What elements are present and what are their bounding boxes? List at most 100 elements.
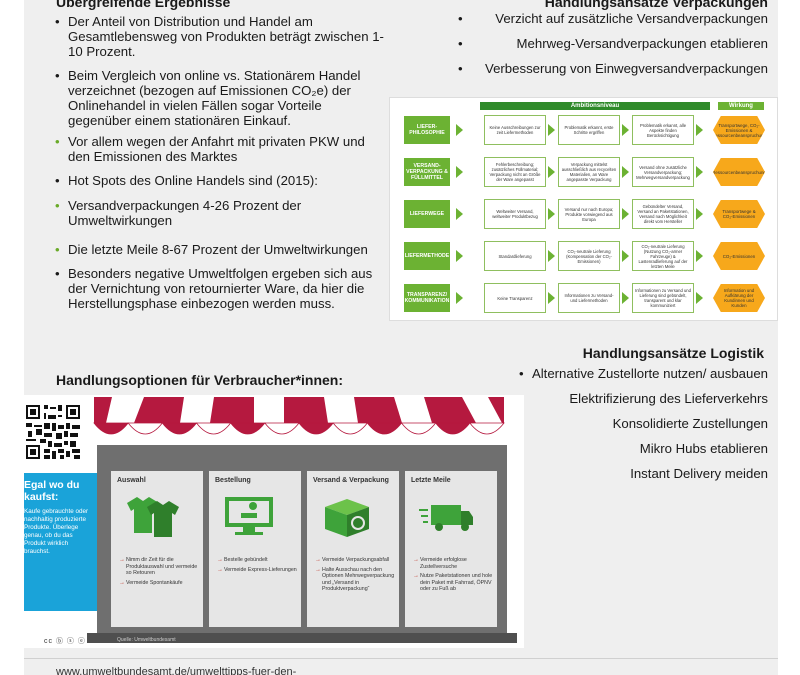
panel-title: Auswahl [117, 477, 146, 484]
packaging-item: Verzicht auf zusätzliche Versandverpacku… [458, 11, 768, 26]
awning-scallop [195, 422, 232, 435]
awning-icon [93, 397, 505, 435]
matrix-effect: CO₂-Emissionen [713, 242, 765, 270]
matrix-row: LIEFER-PHILOSOPHIE Keine Ausschreibungen … [396, 112, 771, 148]
logistics-title: Handlungsansätze Logistik [582, 345, 764, 361]
advice-title: Egal wo du kaufst: [24, 479, 80, 503]
matrix-row-label: LIEFERWEGE [404, 200, 450, 228]
matrix-cell: CO₂-neutrale Lieferung (Kompensation der… [558, 241, 620, 271]
tshirt-icon [127, 497, 179, 537]
panel-item: Bestelle gebündelt [217, 557, 297, 564]
arrow-right-icon [696, 292, 703, 304]
awning-scallop [298, 422, 334, 435]
arrow-right-icon [456, 166, 463, 178]
logistics-item: Alternative Zustellorte nutzen/ ausbauen [519, 366, 768, 381]
arrow-right-icon [456, 124, 463, 136]
matrix-effect: Ressourcenbeanspruchung [713, 158, 765, 186]
arrow-right-icon [456, 250, 463, 262]
matrix-row: VERSAND-VERPACKUNG & FÜLLMITTEL Fehlerbes… [396, 154, 771, 190]
poster-page: Übergreifende Ergebnisse Der Anteil von … [24, 0, 778, 675]
arrow-right-icon [622, 124, 629, 136]
advice-text: Kaufe gebrauchte oder nachhaltig produzi… [24, 508, 89, 555]
awning-scallop [229, 422, 266, 435]
matrix-row: LIEFERWEGE Weltweiter Versand, weltweiter… [396, 196, 771, 232]
matrix-cell: Verpackung mittelst ausschließlich aus r… [558, 157, 620, 187]
matrix-cell: Standardlieferung [484, 241, 546, 271]
matrix-cell: Weltweiter Versand, weltweiter Produktbe… [484, 199, 546, 229]
results-subitem: Versandverpackungen 4-26 Prozent der Umw… [55, 198, 388, 228]
panel-title: Bestellung [215, 477, 251, 484]
panel-item: Vermeide Verpackungsabfall [315, 557, 395, 564]
qr-code-icon [24, 403, 82, 461]
arrow-right-icon [548, 292, 555, 304]
packaging-item: Mehrweg-Versandverpackungen etablieren [458, 36, 768, 51]
matrix-cell: Versand ohne zusätzliche Versandverpacku… [632, 157, 694, 187]
matrix-effect: Transportwege & CO₂-Emissionen [713, 200, 765, 228]
results-item-1: Der Anteil von Distribution und Handel a… [55, 14, 388, 59]
panel-bestellung: Bestellung Bestelle gebündelt Vermeide E… [209, 471, 301, 627]
arrow-right-icon [548, 166, 555, 178]
footer-url[interactable]: www.umweltbundesamt.de/umwelttipps-fuer-… [56, 666, 297, 675]
arrow-right-icon [548, 250, 555, 262]
arrow-right-icon [696, 124, 703, 136]
awning-scallop [161, 422, 198, 435]
matrix-cell: Fehlerbeschreibung; zusätzliches Füllmat… [484, 157, 546, 187]
matrix-cell: Problematik erkannt, alle Aspekte finden… [632, 115, 694, 145]
panel-item: Nimm dir Zeit für die Produktauswahl und… [119, 557, 199, 577]
matrix-row: LIEFERMETHODE Standardlieferung CO₂-neutra… [396, 238, 771, 274]
matrix-cell: Gebündelter Versand, Versand an Paketsta… [632, 199, 694, 229]
panel-item: Vermeide erfolglose Zustellversuche [413, 557, 493, 570]
effect-band: Wirkung [718, 102, 764, 110]
matrix-row-label: LIEFER-PHILOSOPHIE [404, 116, 450, 144]
logistics-item: Mikro Hubs etablieren [519, 441, 768, 456]
arrow-right-icon [696, 208, 703, 220]
matrix-effect: Information und Aufklärung der Kundinnen… [713, 284, 765, 312]
matrix-cell: Problematik erkannt, erste Schritte ergr… [558, 115, 620, 145]
ambition-band: Ambitionsniveau [480, 102, 710, 110]
license-badge: cc ⓑ ⓢ ⓔ [44, 638, 86, 645]
matrix-cell: Informationen zu Versand- und Liefermeth… [558, 283, 620, 313]
panel-title: Letzte Meile [411, 477, 451, 484]
matrix-cell: Versand nur nach Europa; Produkte vorwie… [558, 199, 620, 229]
arrow-right-icon [548, 208, 555, 220]
consumer-title: Handlungsoptionen für Verbraucher*innen: [56, 372, 344, 388]
awning-scallop [332, 422, 369, 435]
matrix-row-label: LIEFERMETHODE [404, 242, 450, 270]
arrow-right-icon [622, 166, 629, 178]
ambition-matrix: Ambitionsniveau Wirkung LIEFER-PHILOSOPH… [389, 97, 778, 321]
matrix-row: TRANSPARENZ/ KOMMUNIKATION Keine Transpar… [396, 280, 771, 316]
advice-box: Egal wo du kaufst: Kaufe gebrauchte oder… [24, 473, 100, 611]
matrix-cell: Keine Transparenz [484, 283, 546, 313]
matrix-cell: Keine Ausschreibungen zur zeit Liefermet… [484, 115, 546, 145]
panel-title: Versand & Verpackung [313, 477, 389, 484]
packaging-list: Verzicht auf zusätzliche Versandverpacku… [458, 11, 768, 86]
results-item-4: Besonders negative Umweltfolgen ergeben … [55, 266, 388, 311]
computer-icon [225, 497, 273, 535]
packaging-item: Verbesserung von Einwegversandverpackung… [458, 61, 768, 76]
logistics-item: Elektrifizierung des Lieferverkehrs [519, 391, 768, 406]
arrow-right-icon [548, 124, 555, 136]
panel-item: Vermeide Spontankäufe [119, 580, 199, 587]
awning-scallop [93, 422, 129, 435]
arrow-right-icon [622, 250, 629, 262]
store-front: Auswahl Nimm dir Zeit für die Produktaus… [97, 445, 507, 640]
divider [24, 658, 778, 659]
awning-scallop [400, 422, 437, 435]
awning-scallop [127, 422, 164, 435]
results-subitem: Vor allem wegen der Anfahrt mit privaten… [55, 134, 388, 164]
arrow-right-icon [456, 292, 463, 304]
matrix-row-label: TRANSPARENZ/ KOMMUNIKATION [404, 284, 450, 312]
results-subitem: Die letzte Meile 8-67 Prozent der Umwelt… [55, 242, 388, 257]
panel-letzte-meile: Letzte Meile Vermeide erfolglose Zustell… [405, 471, 497, 627]
package-recycle-icon [325, 499, 369, 537]
awning-scallop [366, 422, 403, 435]
panel-versand: Versand & Verpackung Vermeide Verpackung… [307, 471, 399, 627]
arrow-right-icon [622, 292, 629, 304]
consumer-graphic: Egal wo du kaufst: Kaufe gebrauchte oder… [24, 395, 524, 648]
matrix-row-label: VERSAND-VERPACKUNG & FÜLLMITTEL [404, 158, 450, 186]
source-note: Quelle: Umweltbundesamt [117, 637, 176, 643]
matrix-cell: CO₂-neutrale Lieferung (Nutzung CO₂-arme… [632, 241, 694, 271]
awning-scallop [469, 422, 505, 435]
logistics-item: Konsolidierte Zustellungen [519, 416, 768, 431]
results-title: Übergreifende Ergebnisse [56, 0, 231, 10]
